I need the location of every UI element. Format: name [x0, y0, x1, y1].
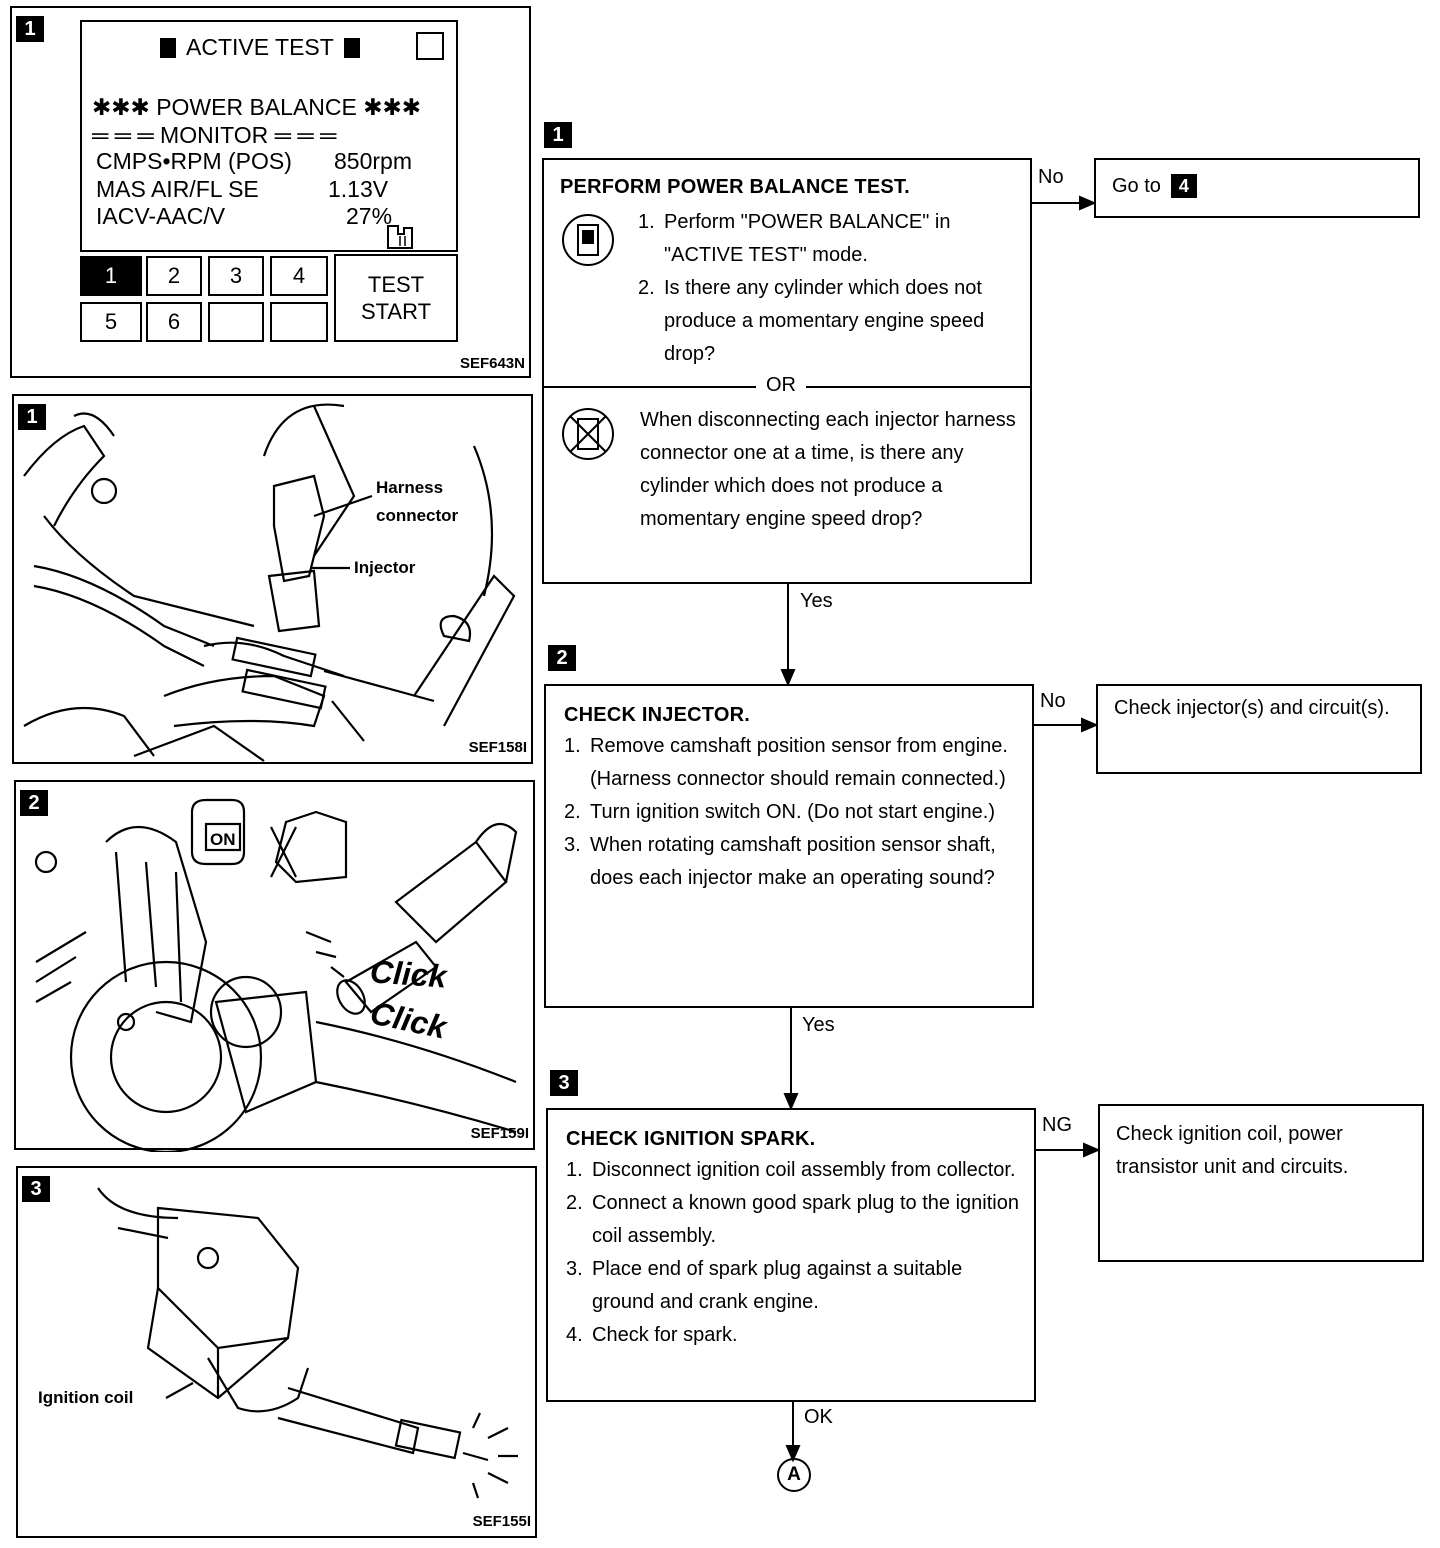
figure-code: SEF159I — [470, 1125, 529, 1142]
monitor-row-value: 27% — [346, 203, 393, 229]
title-marker-icon — [343, 37, 360, 58]
no-tester-icon — [562, 408, 614, 460]
branch-label-yes: Yes — [802, 1014, 835, 1036]
connector-a-icon[interactable]: A — [777, 1458, 811, 1492]
blank-key[interactable] — [270, 302, 328, 342]
cylinder-key-5[interactable]: 5 — [80, 302, 142, 342]
monitor-row-name: CMPS•RPM (POS) — [96, 148, 292, 174]
instruction-item: 1.Disconnect ignition coil assembly from… — [566, 1159, 1016, 1181]
step-badge: 4 — [1170, 174, 1197, 198]
figure-code: SEF155I — [472, 1513, 531, 1530]
step1-box: PERFORM POWER BALANCE TEST. 1.Perform "P… — [542, 158, 1032, 584]
step-instructions: 1.Disconnect ignition coil assembly from… — [566, 1154, 1022, 1352]
screen-corner-button[interactable] — [416, 32, 444, 60]
monitor-row-value: 850rpm — [334, 148, 412, 174]
instruction-item: 3.When rotating camshaft position sensor… — [564, 834, 996, 889]
check-injector-box: Check injector(s) and circuit(s). — [1096, 684, 1422, 774]
click-text: Click — [368, 953, 448, 995]
alternate-instruction: When disconnecting each injector harness… — [640, 409, 1016, 530]
branch-label-ng: NG — [1042, 1114, 1072, 1136]
coil-illustration — [97, 1187, 518, 1499]
test-start-label-2: START — [360, 299, 432, 324]
step-badge: 3 — [550, 1070, 578, 1096]
goto-text: Go to 4 — [1112, 174, 1197, 198]
figure-step-badge: 1 — [18, 404, 46, 430]
figure-step-badge: 1 — [16, 16, 44, 42]
injector-figure-panel: 1 Harness connector Injector SEF158I — [12, 394, 533, 764]
ignition-key-on-icon: ON — [210, 830, 236, 849]
branch-label-ok: OK — [804, 1406, 833, 1428]
cylinder-key-2[interactable]: 2 — [146, 256, 202, 296]
result-text: Check injector(s) and circuit(s). — [1114, 697, 1390, 719]
figure-step-badge: 3 — [22, 1176, 50, 1202]
figure-step-badge: 2 — [20, 790, 48, 816]
check-ignition-coil-box: Check ignition coil, power transistor un… — [1098, 1104, 1424, 1262]
figure-code: SEF643N — [459, 355, 525, 372]
ignition-coil-label: Ignition coil — [38, 1388, 134, 1407]
step-title: CHECK INJECTOR. — [564, 704, 750, 726]
monitor-heading: ═ ═ ═ MONITOR ═ ═ ═ — [92, 122, 337, 148]
consult-figure-panel: 1 ACTIVE TEST ✱✱✱ POWER BALANCE ✱✱✱ ═ ═ … — [10, 6, 531, 378]
cylinder-key-1[interactable]: 1 — [80, 256, 142, 296]
injector-illustration — [23, 403, 516, 762]
instruction-item: 4.Check for spark. — [566, 1324, 738, 1346]
cylinder-key-6[interactable]: 6 — [146, 302, 202, 342]
instruction-item: 2.Is there any cylinder which does not p… — [638, 277, 985, 365]
step-title: PERFORM POWER BALANCE TEST. — [560, 176, 910, 198]
step-badge: 1 — [544, 122, 572, 148]
cylinder-key-3[interactable]: 3 — [208, 256, 264, 296]
instruction-item: 2.Connect a known good spark plug to the… — [566, 1192, 1019, 1247]
coil-figure-panel: 3 Ignition coil SEF155I — [16, 1166, 537, 1538]
active-test-label: ACTIVE TEST — [186, 34, 334, 60]
step-badge: 2 — [548, 645, 576, 671]
monitor-row-name: IACV-AAC/V — [96, 203, 226, 229]
step2-box: CHECK INJECTOR. 1.Remove camshaft positi… — [544, 684, 1034, 1008]
instruction-item: 3.Place end of spark plug against a suit… — [566, 1258, 963, 1313]
touch-pointer-icon — [387, 225, 413, 249]
branch-label-no: No — [1038, 166, 1064, 188]
figure-code: SEF158I — [468, 739, 527, 756]
injector-label: Injector — [354, 558, 416, 577]
instruction-item: 2.Turn ignition switch ON. (Do not start… — [564, 801, 995, 823]
instruction-item: 1.Remove camshaft position sensor from e… — [564, 735, 1008, 790]
sensor-figure-panel: 2 ON Click Click SEF159I — [14, 780, 535, 1152]
result-text: Check ignition coil, power transistor un… — [1116, 1123, 1349, 1178]
blank-key[interactable] — [208, 302, 264, 342]
goto-step4-box: Go to 4 — [1094, 158, 1420, 218]
step3-box: CHECK IGNITION SPARK. 1.Disconnect ignit… — [546, 1108, 1036, 1402]
monitor-row-value: 1.13V — [328, 176, 389, 202]
goto-label: Go to — [1112, 174, 1161, 197]
power-balance-heading: ✱✱✱ POWER BALANCE ✱✱✱ — [92, 94, 422, 120]
consult-tester-icon — [562, 214, 614, 266]
harness-connector-label: connector — [376, 506, 459, 525]
branch-label-no: No — [1040, 690, 1066, 712]
harness-connector-label: Harness — [376, 478, 444, 497]
active-test-title: ACTIVE TEST — [160, 34, 360, 61]
sensor-illustration — [34, 798, 518, 1152]
title-marker-icon — [160, 37, 176, 58]
connector-a-label: A — [787, 1464, 801, 1485]
step-title: CHECK IGNITION SPARK. — [566, 1128, 816, 1150]
consult-screen: ACTIVE TEST ✱✱✱ POWER BALANCE ✱✱✱ ═ ═ ═ … — [80, 20, 458, 252]
step-instructions: 1.Remove camshaft position sensor from e… — [564, 730, 1020, 895]
test-start-button[interactable]: TEST START — [334, 254, 458, 342]
step-instructions: 1.Perform "POWER BALANCE" in "ACTIVE TES… — [638, 206, 1018, 371]
test-start-label-1: TEST — [367, 272, 425, 297]
monitor-row-name: MAS AIR/FL SE — [96, 176, 259, 202]
or-label: OR — [756, 374, 806, 397]
branch-label-yes: Yes — [800, 590, 833, 612]
instruction-item: 1.Perform "POWER BALANCE" in "ACTIVE TES… — [638, 211, 951, 266]
cylinder-key-4[interactable]: 4 — [270, 256, 328, 296]
